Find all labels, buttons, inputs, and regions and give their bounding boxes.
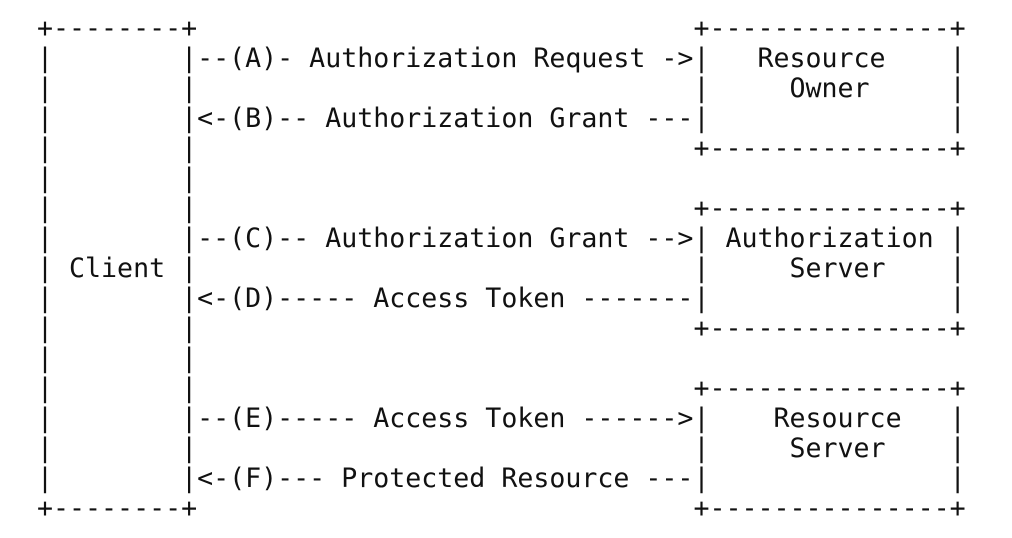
authorization-server-box-bottom: | | +---------------+ — [37, 313, 966, 344]
client-box-top-border: +--------+ +---------------+ — [37, 13, 966, 44]
resource-owner-box-bottom: | | +---------------+ — [37, 133, 966, 164]
client-box-bottom-border: +--------+ +---------------+ — [37, 493, 966, 524]
flow-f-protected-resource: | |<-(F)--- Protected Resource ---| | — [37, 463, 966, 494]
spacer-row-2: | | — [37, 343, 198, 374]
flow-c-authorization-grant: | |--(C)-- Authorization Grant -->| Auth… — [37, 223, 966, 254]
flow-e-access-token: | |--(E)----- Access Token ------>| Reso… — [37, 403, 966, 434]
flow-a-authorization-request: | |--(A)- Authorization Request ->| Reso… — [37, 43, 966, 74]
spacer-row-1: | | — [37, 163, 198, 194]
resource-server-label-row: | | | Server | — [37, 433, 966, 464]
flow-b-authorization-grant: | |<-(B)-- Authorization Grant ---| | — [37, 103, 966, 134]
oauth-flow-diagram: +--------+ +---------------+| |--(A)- Au… — [37, 14, 966, 524]
flow-d-access-token: | |<-(D)----- Access Token -------| | — [37, 283, 966, 314]
resource-server-box-top: | | +---------------+ — [37, 373, 966, 404]
authorization-server-box-top: | | +---------------+ — [37, 193, 966, 224]
resource-owner-label-row: | | | Owner | — [37, 73, 966, 104]
client-label-row: | Client | | Server | — [37, 253, 966, 284]
